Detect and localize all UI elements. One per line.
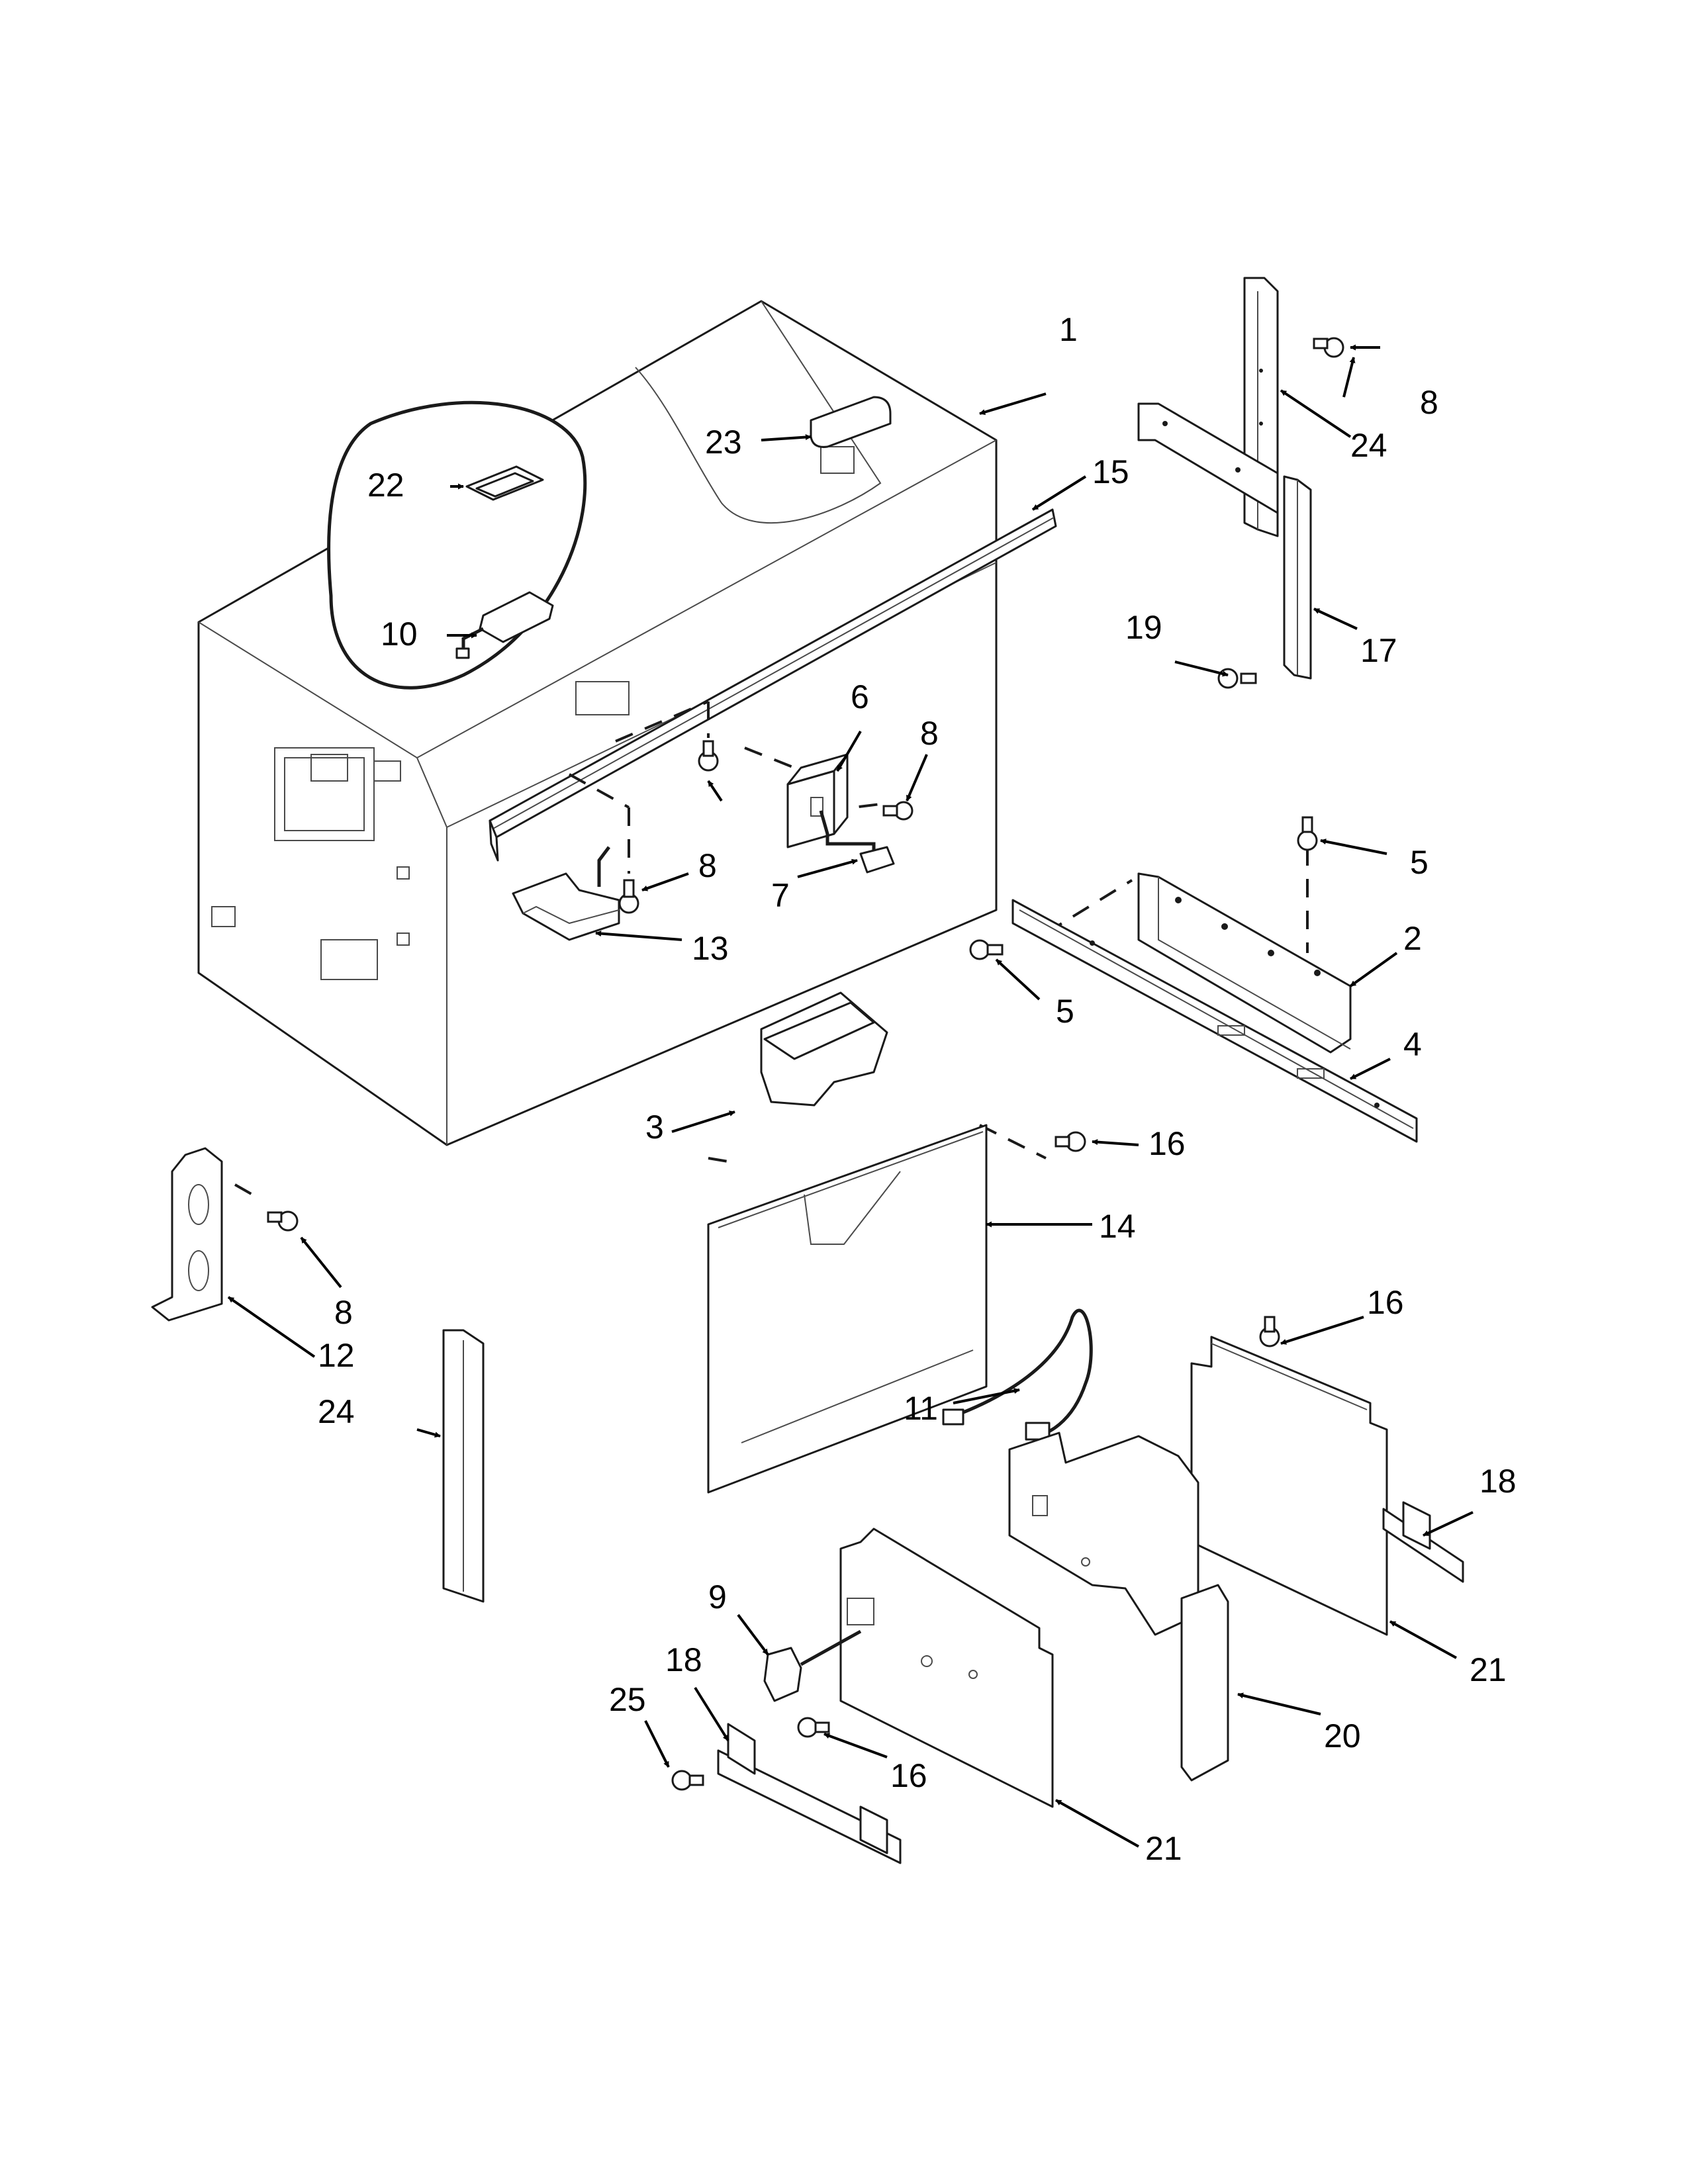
callout-labels: 1 23 15 8 24 22 10 17 19 6 8 8 7 13 5 2 … [318, 311, 1517, 1867]
right-rail-part [1382, 1501, 1464, 1583]
callout-1: 1 [1059, 311, 1078, 348]
callout-12: 12 [318, 1337, 355, 1374]
leader-arrows [227, 344, 1474, 1848]
left-upright-part [442, 1329, 485, 1603]
bracket-part [512, 846, 620, 941]
left-bracket-part [151, 1147, 223, 1322]
callout-24: 24 [1350, 427, 1387, 464]
callout-16: 16 [890, 1757, 927, 1794]
callout-8: 8 [698, 847, 717, 884]
callout-23: 23 [705, 424, 742, 461]
switch-assembly-part [455, 591, 554, 659]
callout-9: 9 [708, 1578, 727, 1615]
switch-part [859, 846, 895, 874]
callout-8: 8 [334, 1294, 353, 1331]
callout-8: 8 [1420, 384, 1438, 421]
callout-4: 4 [1403, 1026, 1422, 1063]
callout-8: 8 [920, 715, 939, 752]
callout-22: 22 [367, 467, 404, 504]
left-rail-part [717, 1723, 902, 1864]
callout-5: 5 [1056, 993, 1074, 1030]
callout-7: 7 [771, 877, 790, 914]
callout-16: 16 [1367, 1284, 1404, 1321]
callout-11: 11 [904, 1390, 938, 1427]
callout-16: 16 [1149, 1125, 1186, 1162]
rocker-switch-part [763, 1629, 862, 1702]
relay-box-part [786, 753, 876, 857]
slide-part [1011, 899, 1418, 1143]
callout-18: 18 [665, 1641, 702, 1678]
callout-15: 15 [1092, 453, 1129, 490]
callout-17: 17 [1360, 632, 1397, 669]
harness-part [942, 1308, 1093, 1441]
callout-24: 24 [318, 1393, 355, 1430]
chassis-part [1008, 1432, 1229, 1782]
callout-13: 13 [692, 930, 729, 967]
side-bracket-part [1137, 402, 1312, 680]
callout-18: 18 [1479, 1463, 1517, 1500]
callout-25: 25 [609, 1681, 646, 1718]
panel-part [707, 1124, 988, 1494]
detail-inset [327, 400, 587, 690]
right-panel-part [1190, 1336, 1388, 1636]
callout-20: 20 [1324, 1717, 1361, 1754]
callout-2: 2 [1403, 920, 1422, 957]
rail-part [489, 508, 1057, 862]
callout-6: 6 [851, 678, 869, 715]
drawer-bracket-part [1137, 872, 1352, 1054]
callout-5: 5 [1410, 844, 1429, 881]
callout-10: 10 [381, 615, 418, 653]
left-panel-part [839, 1527, 1054, 1808]
callout-3: 3 [645, 1109, 664, 1146]
callout-21: 21 [1145, 1830, 1182, 1867]
grommet-part [810, 396, 892, 448]
callout-21: 21 [1470, 1651, 1507, 1688]
handle-part [760, 991, 888, 1107]
callout-14: 14 [1099, 1208, 1136, 1245]
callout-19: 19 [1125, 609, 1162, 646]
